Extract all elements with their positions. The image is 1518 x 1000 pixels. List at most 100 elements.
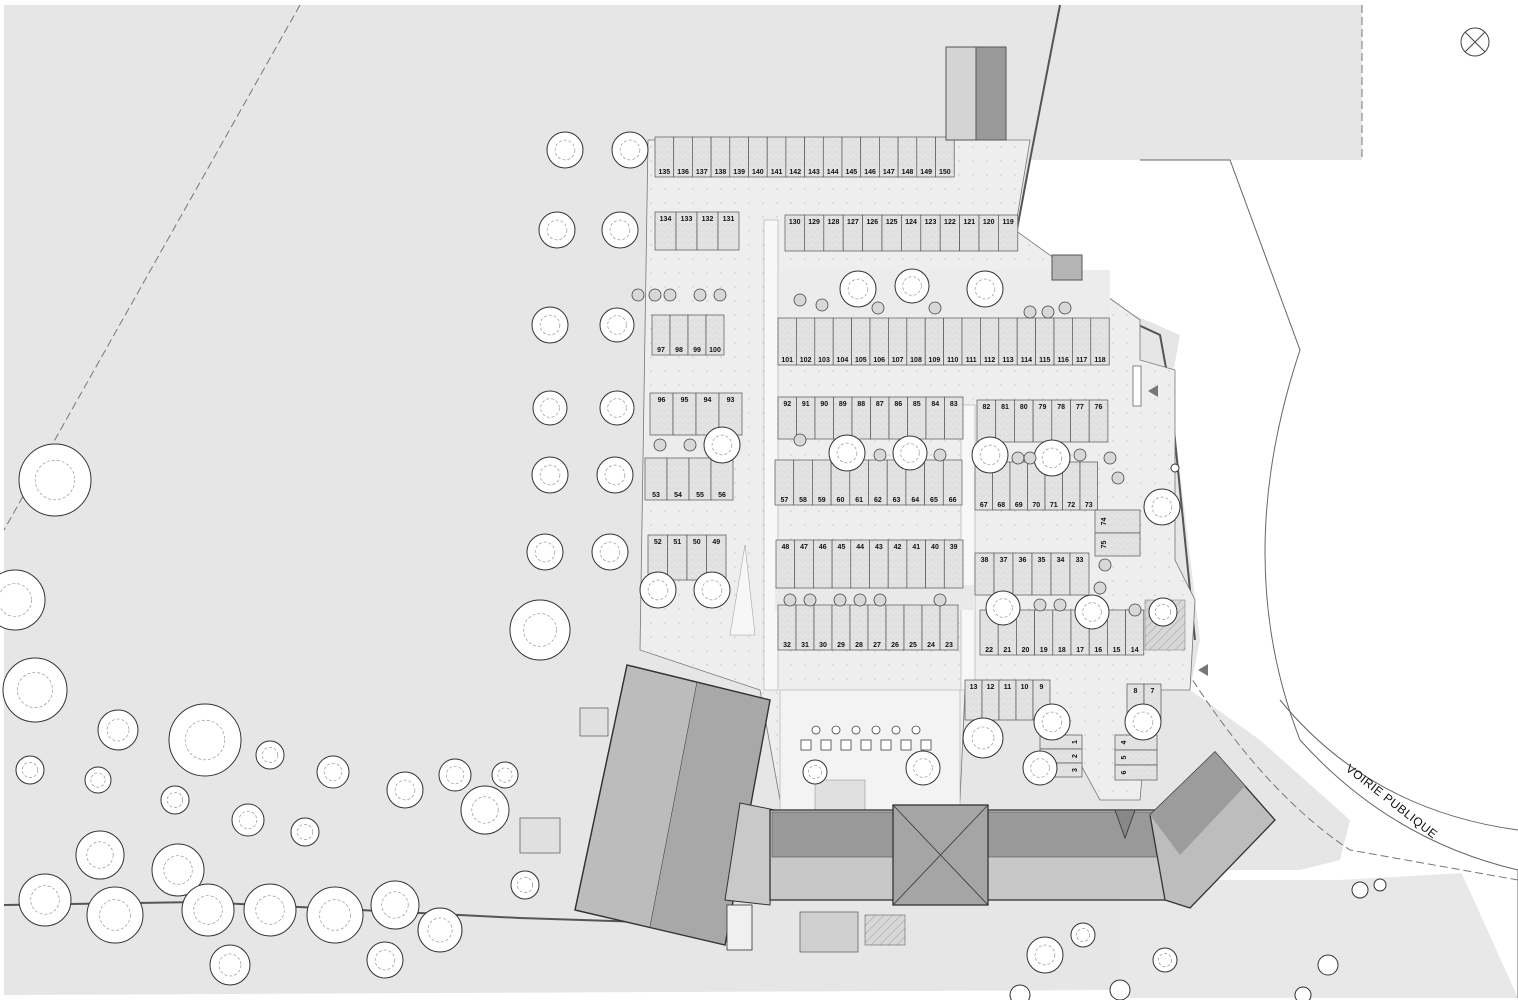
- tree-icon: [2, 657, 68, 723]
- tree-canopy-detail: [90, 772, 106, 788]
- tree-icon: [86, 886, 144, 944]
- stall-number: 150: [939, 169, 951, 176]
- stall-number: 121: [963, 219, 975, 226]
- tree-canopy-detail: [711, 434, 733, 456]
- stall-number: 108: [910, 357, 922, 364]
- tree-icon: [491, 761, 519, 789]
- stall-number: 129: [808, 219, 820, 226]
- stall-number: 39: [950, 544, 958, 551]
- tree-canopy-detail: [86, 841, 114, 869]
- stall-number: 92: [783, 401, 791, 408]
- stall-number: 88: [857, 401, 865, 408]
- planter-icon: [800, 739, 812, 751]
- tree-icon: [1033, 703, 1071, 741]
- stall-number: 60: [837, 497, 845, 504]
- stall-number: 97: [657, 347, 665, 354]
- bollard-icon: [871, 725, 881, 735]
- shrub-icon: [1111, 471, 1125, 485]
- stall-number: 41: [912, 544, 920, 551]
- tree-canopy-detail: [607, 398, 627, 418]
- tree-canopy-detail: [1151, 496, 1173, 518]
- tree-icon: [15, 755, 45, 785]
- tree-canopy-detail: [261, 746, 278, 763]
- stall-number: 93: [727, 397, 735, 404]
- parking-stall: [717, 211, 740, 251]
- stall-number: 130: [789, 219, 801, 226]
- tree-canopy-detail: [539, 314, 561, 336]
- roof-east-dark: [1150, 752, 1245, 855]
- tree-icon: [18, 443, 92, 517]
- tree-icon: [1026, 936, 1064, 974]
- stall-number: 32: [783, 642, 791, 649]
- stall-number: 125: [886, 219, 898, 226]
- stall-number: 110: [947, 357, 958, 364]
- stall-number: 137: [696, 169, 708, 176]
- parking-stall: [939, 604, 959, 651]
- tree-icon: [168, 703, 242, 777]
- tree-icon: [1373, 878, 1387, 892]
- tree-canopy-detail: [523, 613, 557, 647]
- tree-canopy-detail: [609, 219, 631, 241]
- planter-icon: [900, 739, 912, 751]
- stall-number: 40: [931, 544, 939, 551]
- stall-number: 38: [981, 557, 989, 564]
- entrance-marker-icon: [1148, 385, 1158, 397]
- shrub-icon: [873, 593, 887, 607]
- stall-number: 5: [1121, 755, 1128, 759]
- tree-canopy-detail: [218, 953, 242, 977]
- tree-canopy-detail: [255, 895, 285, 925]
- stall-number: 85: [913, 401, 921, 408]
- stall-number: 61: [855, 497, 863, 504]
- stall-number: 20: [1022, 647, 1030, 654]
- tree-icon: [366, 941, 404, 979]
- stall-number: 113: [1002, 357, 1013, 364]
- stall-number: 29: [837, 642, 845, 649]
- tree-canopy-detail: [30, 885, 60, 915]
- tree-canopy-detail: [847, 278, 869, 300]
- stall-number: 8: [1134, 688, 1138, 695]
- stall-number: 7: [1151, 688, 1155, 695]
- stall-number: 144: [827, 169, 839, 176]
- tree-icon: [985, 590, 1021, 626]
- tree-canopy-detail: [900, 443, 920, 463]
- tree-canopy-detail: [902, 276, 922, 296]
- shrub-icon: [853, 593, 867, 607]
- tree-icon: [1148, 597, 1178, 627]
- tree-icon: [316, 755, 350, 789]
- stall-number: 22: [985, 647, 993, 654]
- stall-number: 120: [983, 219, 995, 226]
- shed-dark: [975, 46, 1007, 141]
- stall-number: 142: [789, 169, 801, 176]
- stall-number: 133: [681, 216, 693, 223]
- stall-number: 6: [1121, 770, 1128, 774]
- terrace: [814, 779, 866, 811]
- shrub-icon: [793, 433, 807, 447]
- stall-number: 11: [1004, 684, 1012, 691]
- north-arrow-icon: [1460, 27, 1490, 57]
- tree-icon: [611, 131, 649, 169]
- shrub-icon: [1053, 598, 1067, 612]
- tree-canopy-detail: [647, 579, 669, 601]
- stall-number: 24: [927, 642, 935, 649]
- bollard-icon: [831, 725, 841, 735]
- stall-number: 141: [771, 169, 783, 176]
- stall-number: 63: [893, 497, 901, 504]
- stall-number: 74: [1101, 518, 1108, 526]
- tree-icon: [526, 533, 564, 571]
- tree-icon: [966, 270, 1004, 308]
- stall-number: 23: [945, 642, 953, 649]
- stall-number: 135: [659, 169, 671, 176]
- road-dashed: [1179, 659, 1518, 881]
- shrub-icon: [933, 448, 947, 462]
- shrub-icon: [833, 593, 847, 607]
- tree-icon: [1317, 954, 1339, 976]
- tree-icon: [75, 830, 125, 880]
